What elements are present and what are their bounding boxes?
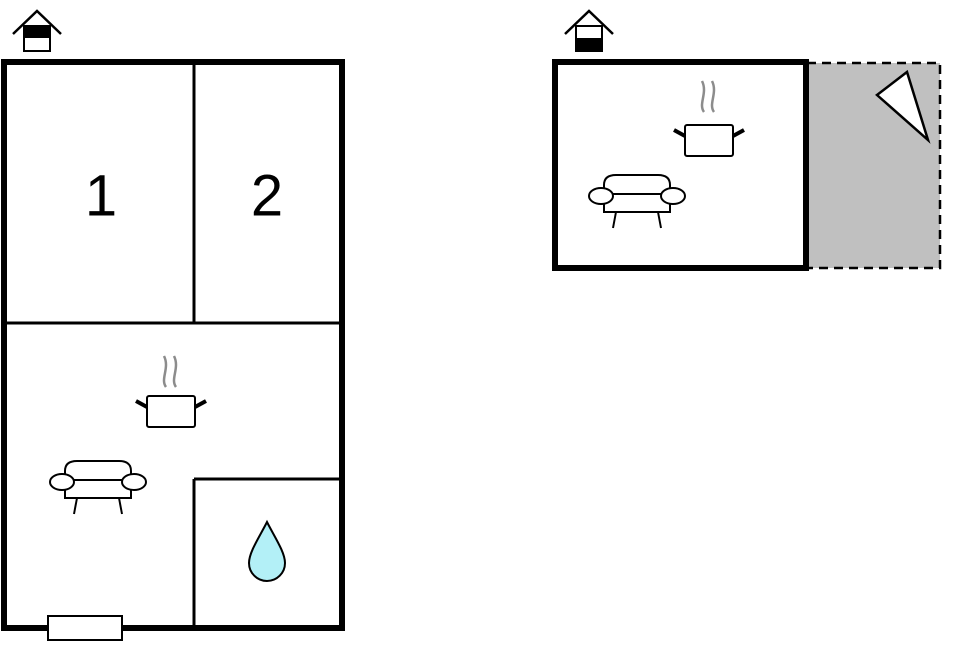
sofa-icon [588, 174, 686, 229]
left-outer-wall [1, 59, 345, 631]
house-floor-upper-icon [564, 9, 614, 52]
right-outer-wall [552, 59, 809, 271]
room-label-2: 2 [251, 164, 283, 229]
cooking-pot-icon [673, 80, 745, 157]
terrace-area [805, 61, 942, 270]
terrace-flag-icon [875, 69, 931, 144]
house-floor-lower-icon [12, 9, 62, 52]
entrance-door-icon [47, 615, 123, 641]
floor-plan-right [552, 9, 942, 271]
room-label-1: 1 [85, 164, 117, 229]
cooking-pot-icon [135, 355, 207, 428]
floor-plan-left: 1 2 [1, 9, 345, 641]
sofa-icon [49, 460, 147, 515]
water-drop-icon [247, 519, 287, 582]
